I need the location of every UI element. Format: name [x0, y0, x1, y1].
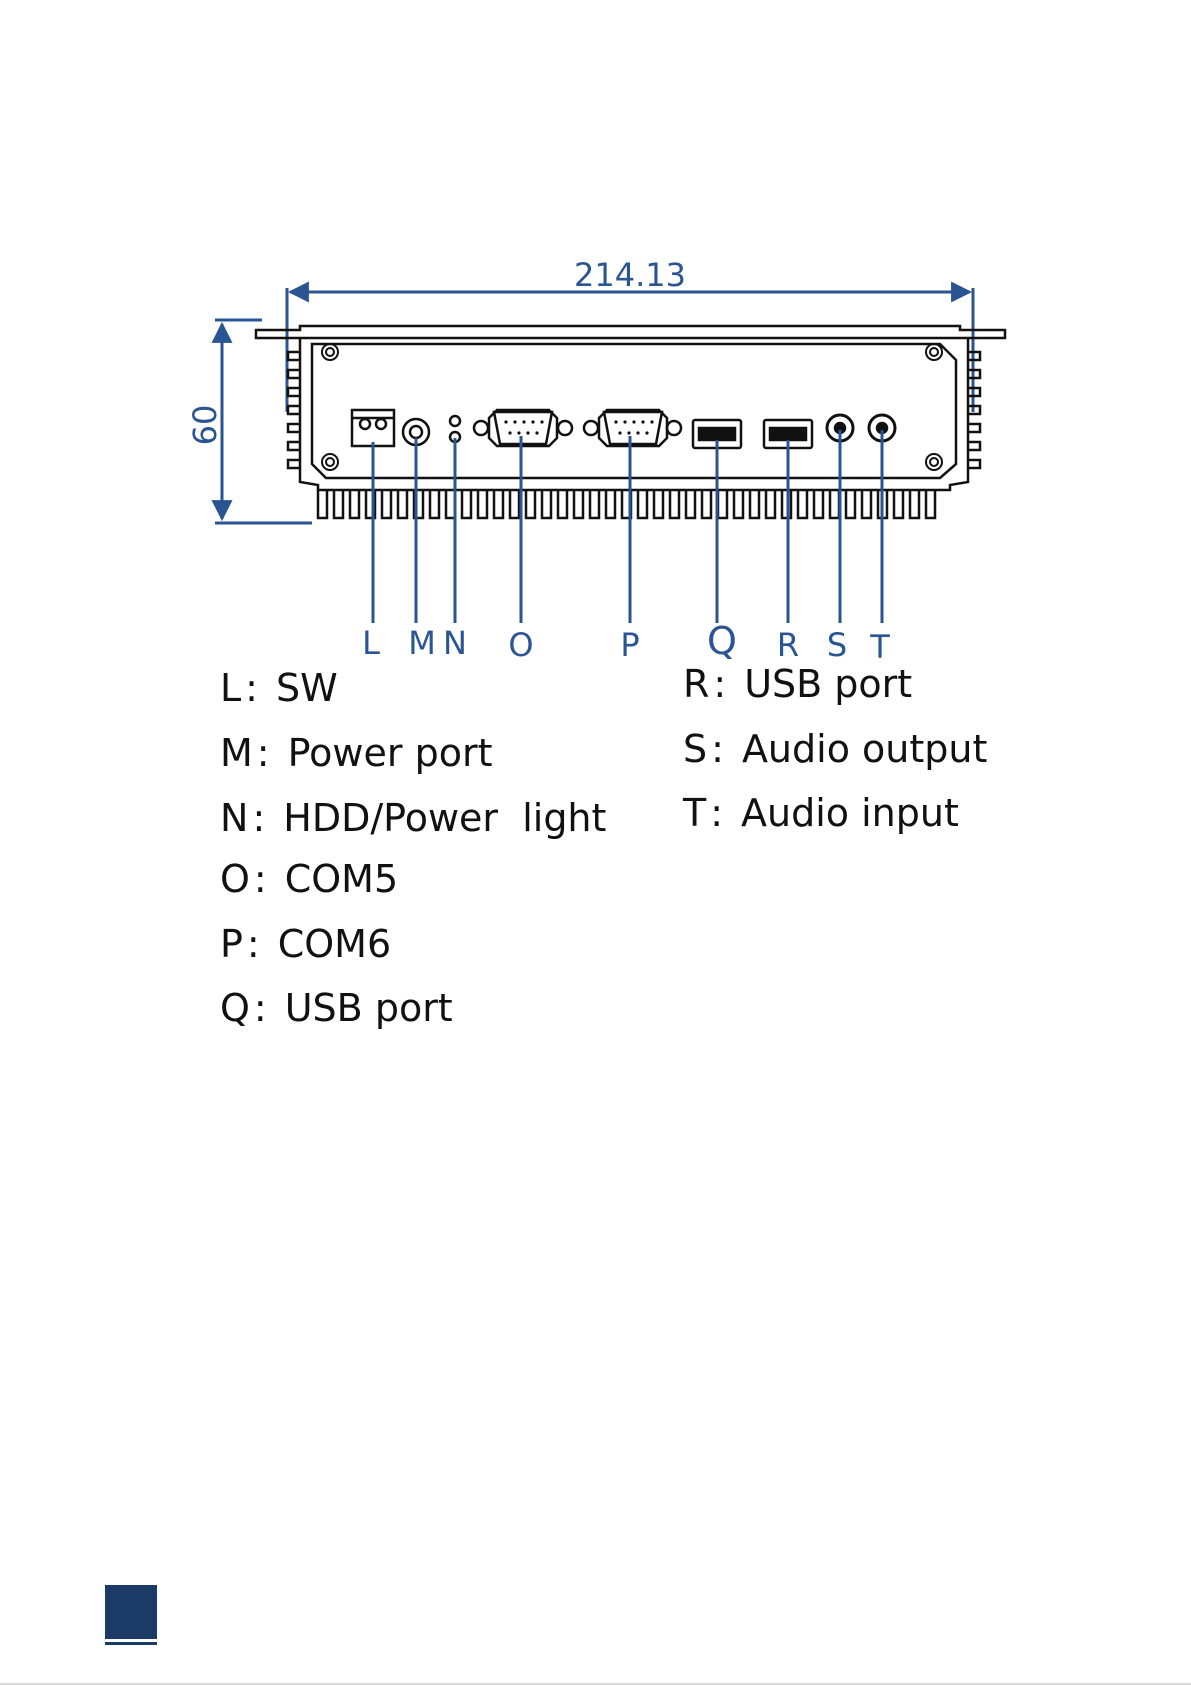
legend-key: M [220, 731, 253, 775]
legend-label: USB port [285, 986, 453, 1030]
legend-label: COM6 [278, 922, 391, 966]
switch-terminal-icon [352, 410, 394, 446]
callout-letter: T [869, 628, 890, 666]
legend-separator: : [713, 662, 726, 706]
ports [352, 410, 895, 448]
legend-key: T [683, 791, 706, 835]
legend-item-q: Q: USB port [220, 986, 453, 1030]
legend-key: L [220, 666, 241, 710]
callout-letter: R [777, 626, 799, 664]
legend-key: P [220, 922, 243, 966]
legend-key: O [220, 857, 250, 901]
legend-item-n: N: HDD/Power light [220, 796, 606, 840]
height-dimension: 60 [186, 320, 312, 523]
legend-item-t: T: Audio input [683, 791, 959, 835]
legend-separator: : [710, 791, 723, 835]
page-marker-rule [105, 1642, 157, 1645]
legend-key: S [683, 727, 707, 771]
leader-lines [373, 430, 882, 623]
legend-label: Power port [288, 731, 493, 775]
callout-letter: L [362, 624, 380, 662]
legend-item-r: R: USB port [683, 662, 912, 706]
legend-item-s: S: Audio output [683, 727, 987, 771]
legend-label: HDD/Power light [283, 796, 606, 840]
legend-separator: : [711, 727, 724, 771]
callout-letter: O [508, 626, 533, 664]
callout-letter: Q [707, 619, 737, 663]
legend-label: Audio output [742, 727, 987, 771]
callout-letters: L M N O P Q R S T [362, 619, 890, 666]
screw-icon [926, 454, 942, 470]
legend-item-p: P: COM6 [220, 922, 391, 966]
legend-item-m: M: Power port [220, 731, 492, 775]
legend-key: Q [220, 986, 250, 1030]
legend-key: N [220, 796, 248, 840]
callout-letter: N [443, 624, 467, 662]
legend-item-l: L: SW [220, 666, 338, 710]
legend-key: R [683, 662, 709, 706]
legend-separator: : [247, 922, 260, 966]
width-dimension-label: 214.13 [574, 256, 686, 294]
height-dimension-label: 60 [186, 405, 224, 446]
legend-item-o: O: COM5 [220, 857, 398, 901]
legend-label: SW [276, 666, 338, 710]
legend-label: USB port [744, 662, 912, 706]
device-rear-panel-diagram: 214.13 60 [0, 0, 1191, 1000]
db9-connector-icon [584, 410, 681, 446]
width-dimension: 214.13 [287, 256, 973, 412]
callout-letter: S [827, 626, 847, 664]
legend-separator: : [254, 857, 267, 901]
callout-letter: M [408, 624, 436, 662]
screw-icon [322, 454, 338, 470]
screw-icon [322, 344, 338, 360]
legend-separator: : [257, 731, 270, 775]
legend-label: COM5 [285, 857, 398, 901]
legend-label: Audio input [741, 791, 959, 835]
screw-icon [926, 344, 942, 360]
legend-separator: : [245, 666, 258, 710]
legend-separator: : [254, 986, 267, 1030]
db9-connector-icon [474, 410, 572, 446]
page-marker [105, 1585, 157, 1639]
callout-letter: P [620, 626, 639, 664]
legend-separator: : [252, 796, 265, 840]
